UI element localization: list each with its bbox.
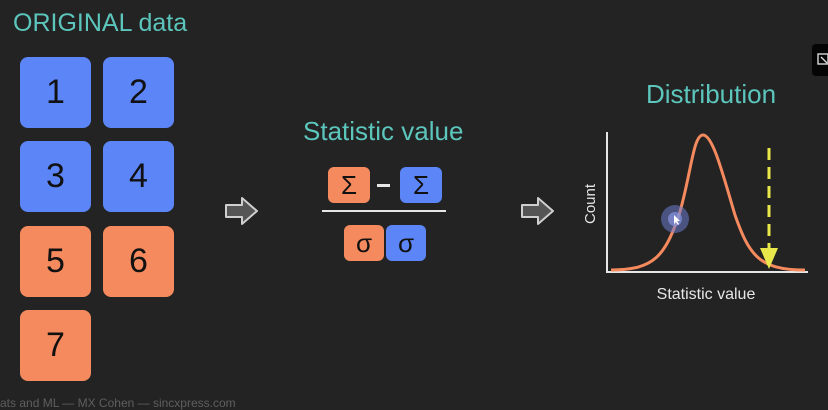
fraction-line (322, 210, 446, 212)
tile-label: 1 (46, 73, 65, 111)
data-tile-2: 2 (103, 57, 174, 128)
distribution-title: Distribution (646, 79, 777, 109)
statistic-value-title: Statistic value (303, 116, 464, 146)
x-axis-label: Statistic value (657, 286, 756, 303)
right-arrow-icon (225, 197, 258, 225)
credit-text: ats and ML — MX Cohen — sincxpress.com (0, 396, 236, 410)
tile-label: 4 (129, 157, 148, 195)
data-tile-6: 6 (103, 226, 174, 297)
tile-label: 5 (46, 242, 65, 280)
exit-icon (817, 53, 828, 65)
pointer-cursor-icon (661, 205, 689, 233)
distribution-plot: Count Statistic value (582, 132, 808, 303)
right-arrow-icon (521, 197, 554, 225)
data-tile-4: 4 (103, 141, 174, 212)
dashed-down-arrow-icon (760, 148, 778, 269)
tile-label: 6 (129, 242, 148, 280)
sigma-orange-symbol: σ (344, 225, 384, 261)
data-tile-3: 3 (20, 141, 91, 212)
data-tile-7: 7 (20, 310, 91, 381)
sum-blue-symbol: Σ (400, 167, 442, 203)
tile-label: 7 (46, 326, 65, 364)
tile-label: 2 (129, 73, 148, 111)
distribution-curve (610, 133, 806, 272)
minus-sign (377, 184, 390, 187)
y-axis-label: Count (582, 183, 599, 224)
sum-orange-symbol: Σ (328, 167, 370, 203)
data-tile-1: 1 (20, 57, 91, 128)
sigma-blue-symbol: σ (386, 225, 426, 261)
exit-button[interactable] (812, 44, 828, 76)
tile-label: 3 (46, 157, 65, 195)
data-tile-5: 5 (20, 226, 91, 297)
original-data-title: ORIGINAL data (13, 9, 188, 37)
